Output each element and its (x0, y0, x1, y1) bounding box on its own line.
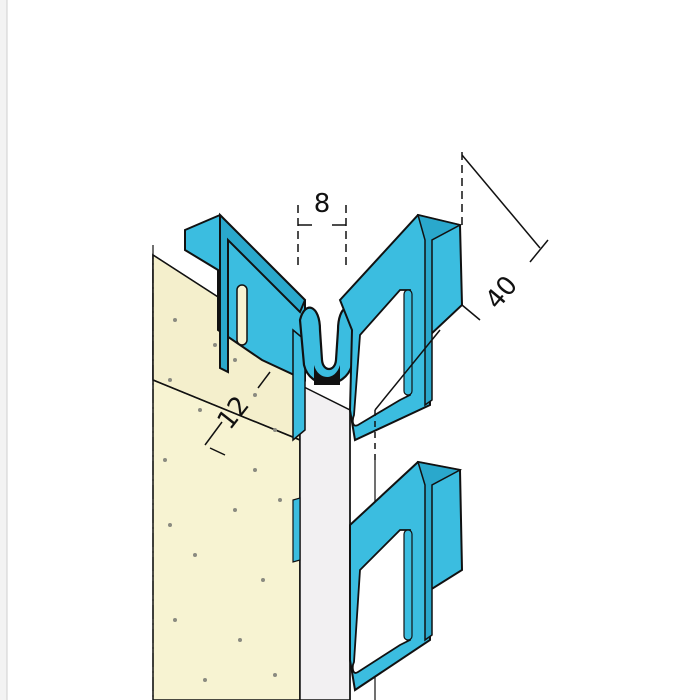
bead-core (314, 365, 340, 385)
plaster-dots (163, 318, 282, 682)
left-flange-lower (292, 497, 301, 563)
dimension-gap (297, 205, 347, 265)
core-strip (299, 383, 351, 700)
right-wing-lower-slot (403, 529, 413, 641)
left-wall-edge (0, 0, 7, 700)
left-wing-slot (236, 284, 248, 346)
right-wing-back (416, 213, 463, 407)
dimension-gap-label: 8 (314, 189, 331, 219)
dimension-plaster (204, 371, 271, 456)
right-wing-slot (403, 289, 413, 396)
right-wing-lower-back (416, 461, 463, 642)
left-wing-front (219, 212, 307, 374)
dimension-depth (374, 152, 549, 465)
dimension-depth-label: 40 (480, 271, 524, 316)
